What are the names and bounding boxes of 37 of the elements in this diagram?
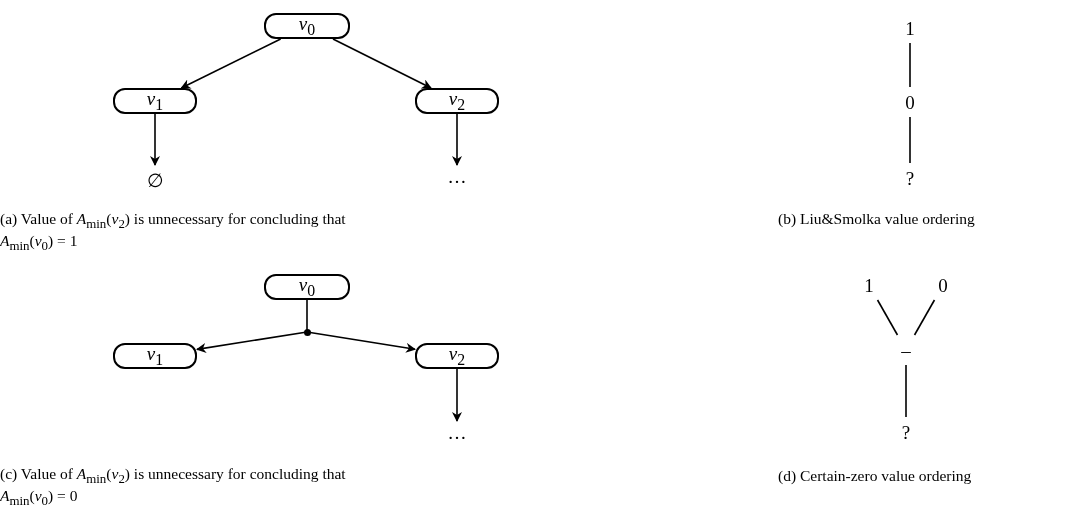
vertex-box [264,274,350,300]
connector-line [909,42,911,88]
node-label: 0 [938,275,948,295]
arrow [452,113,462,166]
node-label: 1 [905,18,915,38]
caption: (b) Liu&Smolka value ordering [778,210,976,229]
connector-line [905,364,907,418]
junction-dot [303,328,311,336]
arrow [332,38,432,89]
node-label: ∅ [146,170,164,190]
node-label: v$_{1}$ [146,89,164,113]
arrow [452,368,462,422]
caption: (d) Certain-zero value ordering [778,467,973,486]
node-label: v$_{2}$ [448,89,466,113]
vertex-box [264,13,350,39]
node-label: … [447,166,467,186]
arrow [180,38,282,89]
vertex-box [113,343,197,369]
node-label: v$_{0}$ [298,275,316,299]
node-label: … [447,422,467,442]
connector-line [909,116,911,164]
caption: (c) Value of A$_{min}$(v$_{2}$) is unnecessary for concluding that A$_{min}$(v$_{0}$) = 0 [0,465,347,509]
arrow [150,113,160,166]
vertex-box [415,88,499,114]
node-label: ? [901,422,911,442]
node-label: v$_{0}$ [298,14,316,38]
vertex-box [113,88,197,114]
node-label: 0 [905,92,915,112]
connector-line [876,299,899,336]
node-label: 1 [864,275,874,295]
node-label: v$_{2}$ [448,344,466,368]
node-label: ? [905,168,915,188]
caption: (a) Value of A$_{min}$(v$_{2}$) is unnecessary for concluding that A$_{min}$(v$_{0}$) = 1 [0,210,347,254]
vertex-box [415,343,499,369]
connector-line [913,299,936,336]
node-label: v$_{1}$ [146,344,164,368]
node-label: – [901,340,911,360]
